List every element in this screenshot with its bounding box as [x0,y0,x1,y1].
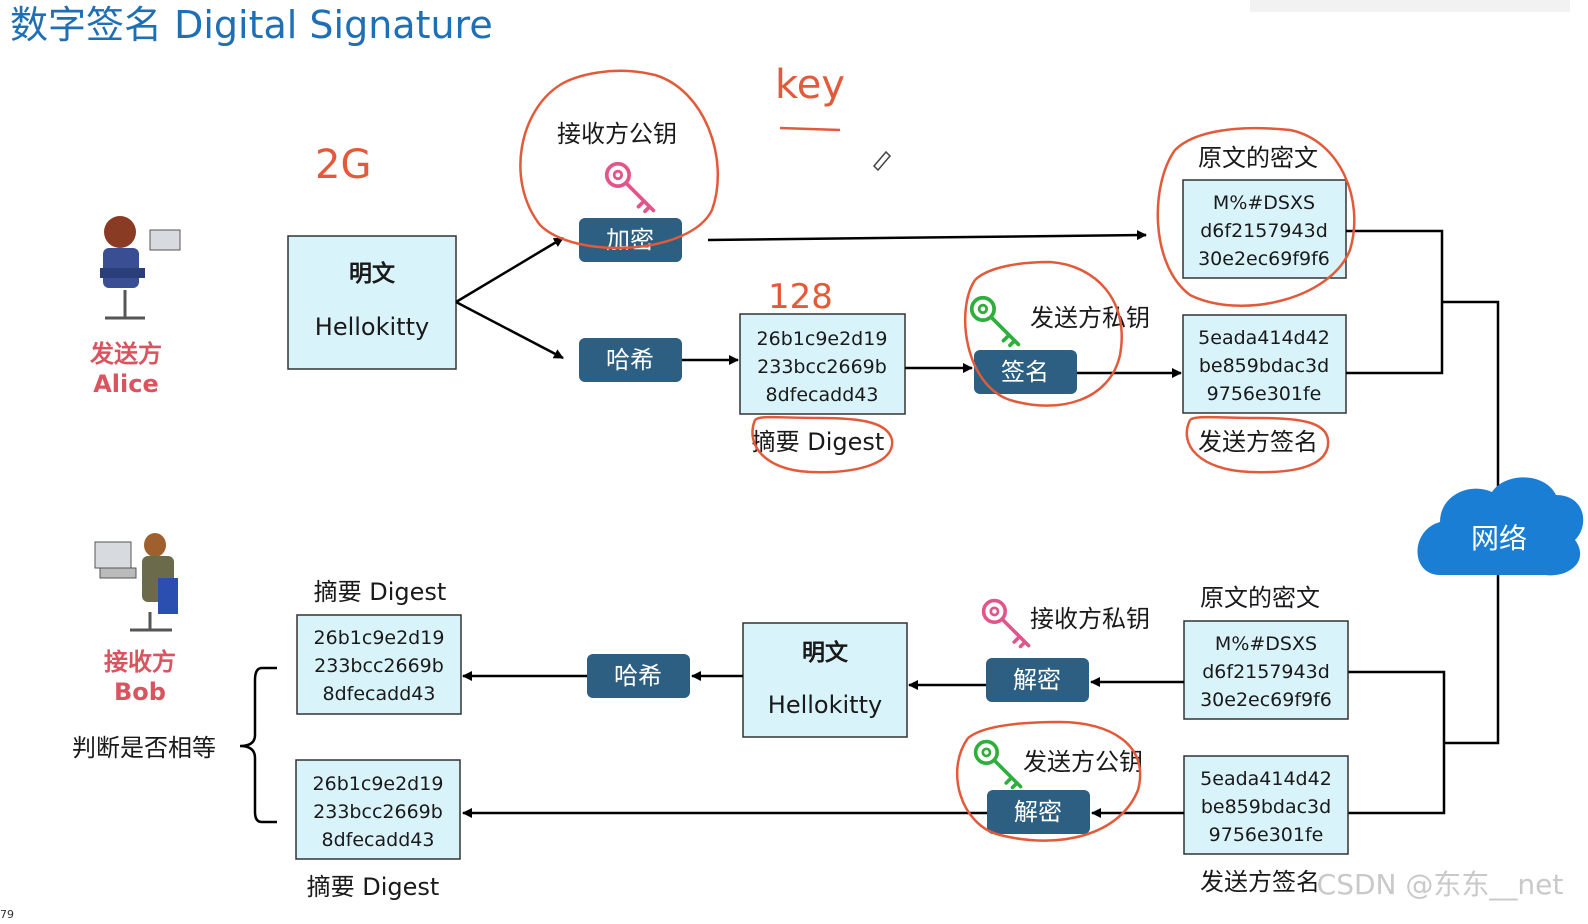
signature-bottom-line-3: 9756e301fe [1209,824,1324,846]
hash-button-top [579,338,682,382]
signature-top-line-3: 9756e301fe [1207,383,1322,405]
decrypt-button-top-label: 解密 [1013,666,1061,694]
sender-public-key-label: 发送方公钥 [1023,748,1143,776]
page-title: 数字签名 Digital Signature [10,3,493,47]
circle-ciphertext-top [1156,126,1356,307]
ciphertext-bottom-line-2: d6f2157943d [1202,661,1330,683]
ciphertext-bottom-line-3: 30e2ec69f9f6 [1200,689,1332,711]
digest-bottom-b-line-1: 26b1c9e2d19 [313,773,444,795]
handwritten-128: 128 [768,277,833,317]
receiver-avatar [94,533,178,632]
handwritten-2g: 2G [315,142,371,188]
compare-label: 判断是否相等 [72,734,216,762]
ciphertext-bottom-label: 原文的密文 [1200,584,1320,612]
handwritten-key-underline [779,126,841,132]
receiver-name-en: Bob [114,678,166,706]
receiver-private-key-label: 接收方私钥 [1030,605,1150,633]
sender-private-key-label: 发送方私钥 [1030,304,1150,332]
sign-button-label: 签名 [1001,358,1049,386]
bracket-top-outputs [1346,229,1444,375]
receiver-public-key-label: 接收方公钥 [557,120,677,148]
decrypt-button-top [986,658,1089,702]
sender-private-key-icon [969,295,1021,348]
sender-avatar [100,216,181,320]
receiver-private-key-icon [981,598,1031,649]
plaintext-box-bottom [742,622,908,738]
digest-bottom-b-label: 摘要 Digest [307,873,440,901]
circle-sender-public-key [955,720,1142,842]
signature-bottom-label: 发送方签名 [1200,868,1320,896]
signature-box-top [1182,314,1347,414]
arrow-plain-to-encrypt [455,236,564,304]
plaintext-label-top: 明文 [349,260,396,287]
encrypt-button [579,218,682,262]
decrypt-button-bottom [987,790,1090,834]
network-cloud [1417,477,1584,576]
plaintext-value-bottom: Hellokitty [768,691,882,719]
ciphertext-bottom-line-1: M%#DSXS [1215,633,1317,655]
digest-box-bottom-a [296,614,462,715]
circle-digest-label [751,415,894,474]
plaintext-label-bottom: 明文 [802,639,849,666]
digest-top-label: 摘要 Digest [752,428,885,456]
signature-bottom-line-1: 5eada414d42 [1200,768,1332,790]
sender-name-en: Alice [93,370,159,398]
top-watermark-band [1250,0,1570,12]
digest-bottom-a-label: 摘要 Digest [314,578,447,606]
circle-receiver-public-key [519,69,720,250]
digest-top-line-3: 8dfecadd43 [766,384,879,406]
digest-box-top [739,313,906,415]
ciphertext-top-line-1: M%#DSXS [1213,192,1315,214]
digest-top-line-2: 233bcc2669b [757,356,887,378]
digest-top-line-1: 26b1c9e2d19 [757,328,888,350]
signature-bottom-line-2: be859bdac3d [1201,796,1331,818]
circle-sender-private-key [963,260,1123,407]
ciphertext-top-line-2: d6f2157943d [1200,220,1328,242]
ciphertext-top-line-3: 30e2ec69f9f6 [1198,248,1330,270]
arrow-encrypt-to-cipher [707,230,1147,242]
plaintext-value-top: Hellokitty [315,313,429,341]
signature-top-label: 发送方签名 [1198,428,1318,456]
page-number: 79 [0,908,14,921]
digest-box-bottom-b [295,759,461,860]
sender-name-cn: 发送方 [89,340,162,368]
plaintext-box-top [287,235,457,370]
ciphertext-top-label: 原文的密文 [1198,144,1318,172]
ciphertext-box-top [1182,179,1347,279]
sign-button [974,350,1077,394]
digest-bottom-a-line-1: 26b1c9e2d19 [314,627,445,649]
hash-button-top-label: 哈希 [606,346,654,374]
signature-box-bottom [1183,755,1349,855]
bracket-bottom-inputs [1348,670,1446,815]
digest-bottom-b-line-2: 233bcc2669b [313,801,443,823]
signature-top-line-2: be859bdac3d [1199,355,1329,377]
network-label: 网络 [1471,522,1527,555]
digest-bottom-a-line-2: 233bcc2669b [314,655,444,677]
signature-top-line-1: 5eada414d42 [1198,327,1330,349]
arrow-plain-to-hash [455,300,564,360]
digest-bottom-b-line-3: 8dfecadd43 [322,829,435,851]
circle-signature-label [1185,415,1330,474]
hash-button-bottom-label: 哈希 [614,662,662,690]
receiver-public-key-icon [604,161,656,214]
receiver-name-cn: 接收方 [104,648,176,676]
csdn-watermark: CSDN @东东__net [1317,868,1564,901]
encrypt-button-label: 加密 [606,226,654,254]
sender-public-key-icon [973,739,1023,790]
decrypt-button-bottom-label: 解密 [1014,798,1062,826]
line-to-network-top [1442,300,1500,515]
compare-brace [239,666,277,824]
digest-bottom-a-line-3: 8dfecadd43 [323,683,436,705]
pencil-icon [872,150,892,172]
hash-button-bottom [587,654,690,698]
handwritten-key: key [775,62,845,108]
ciphertext-box-bottom [1183,620,1349,720]
line-from-network-bottom [1444,575,1500,745]
